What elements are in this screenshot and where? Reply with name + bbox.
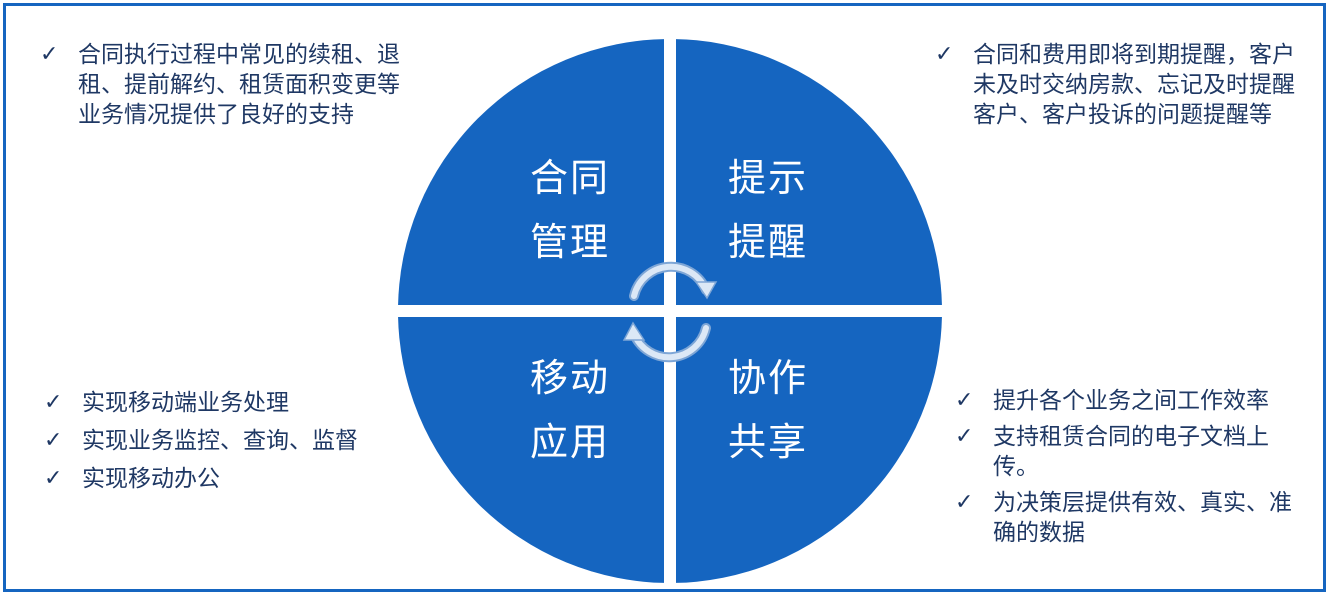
notes-bottom-left: ✓ 实现移动端业务处理 ✓ 实现业务监控、查询、监督 ✓ 实现移动办公 (44, 388, 424, 494)
check-mark-icon: ✓ (955, 490, 974, 515)
list-item: ✓ 合同执行过程中常见的续租、退租、提前解约、租赁面积变更等业务情况提供了良好的… (40, 42, 400, 128)
list-item: ✓ 支持租赁合同的电子文档上传。 (955, 424, 1269, 480)
check-mark-icon: ✓ (44, 390, 63, 415)
quadrant-bottom-right (676, 317, 942, 583)
check-mark-icon: ✓ (955, 424, 974, 449)
quadrant-label-collaboration: 协作 共享 (727, 356, 808, 464)
notes-top-left: ✓ 合同执行过程中常见的续租、退租、提前解约、租赁面积变更等业务情况提供了良好的… (40, 40, 400, 130)
quadrant-top-left (398, 39, 664, 305)
list-item: ✓ 合同和费用即将到期提醒，客户未及时交纳房款、忘记及时提醒客户、客户投诉的问题… (935, 42, 1295, 128)
diagram-frame (3, 3, 1326, 592)
quadrant-label-mobile: 移动 应用 (529, 356, 610, 464)
quadrant-bottom-left (398, 317, 664, 583)
cycle-arrows-icon (622, 261, 718, 363)
list-item: ✓ 实现移动端业务处理 (44, 390, 289, 416)
quadrant-label-reminder: 提示 提醒 (727, 156, 808, 264)
quadrant-top-right (676, 39, 942, 305)
check-mark-icon: ✓ (44, 428, 63, 453)
list-item: ✓ 实现移动办公 (44, 466, 220, 492)
check-mark-icon: ✓ (935, 42, 954, 67)
list-item: ✓ 为决策层提供有效、真实、准确的数据 (955, 490, 1292, 546)
list-item: ✓ 提升各个业务之间工作效率 (955, 388, 1269, 414)
check-mark-icon: ✓ (40, 42, 59, 67)
check-mark-icon: ✓ (44, 466, 63, 491)
quadrant-label-contract: 合同 管理 (529, 156, 610, 264)
notes-bottom-right: ✓ 提升各个业务之间工作效率 ✓ 支持租赁合同的电子文档上传。 ✓ 为决策层提供… (955, 386, 1305, 554)
notes-top-right: ✓ 合同和费用即将到期提醒，客户未及时交纳房款、忘记及时提醒客户、客户投诉的问题… (935, 40, 1305, 130)
check-mark-icon: ✓ (955, 388, 974, 413)
list-item: ✓ 实现业务监控、查询、监督 (44, 428, 358, 454)
